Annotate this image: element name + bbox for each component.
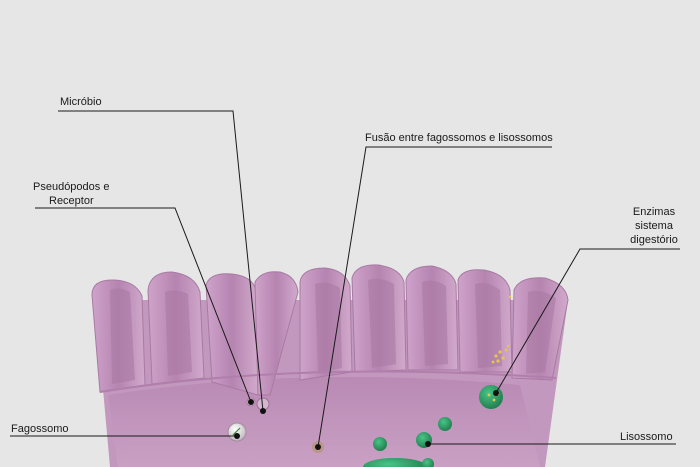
- label-enzimas-line3: digestório: [630, 234, 678, 246]
- label-enzimas-line2: sistema: [635, 220, 673, 232]
- cell-surface-rim: [99, 370, 557, 393]
- leader-fusao: [317, 146, 552, 448]
- leader-dots: [234, 390, 499, 450]
- leader-lines: [10, 110, 680, 448]
- enzymes: [487, 295, 512, 402]
- label-lisossomo: Lisossomo: [620, 431, 673, 443]
- microvilli: [91, 264, 569, 396]
- leader-microbio: [58, 110, 264, 412]
- leader-enzimas: [495, 248, 680, 394]
- leader-pseudopodos: [35, 207, 252, 403]
- label-pseudopodos-line2: Receptor: [49, 195, 94, 207]
- cell-interior: [108, 377, 540, 467]
- label-fagossomo: Fagossomo: [11, 423, 69, 435]
- label-enzimas-line1: Enzimas: [632, 206, 676, 218]
- label-microbio: Micróbio: [60, 96, 102, 108]
- cell: [91, 264, 569, 467]
- label-fusao: Fusão entre fagossomos e lisossomos: [365, 132, 553, 144]
- label-pseudopodos-line1: Pseudópodos e: [33, 181, 110, 193]
